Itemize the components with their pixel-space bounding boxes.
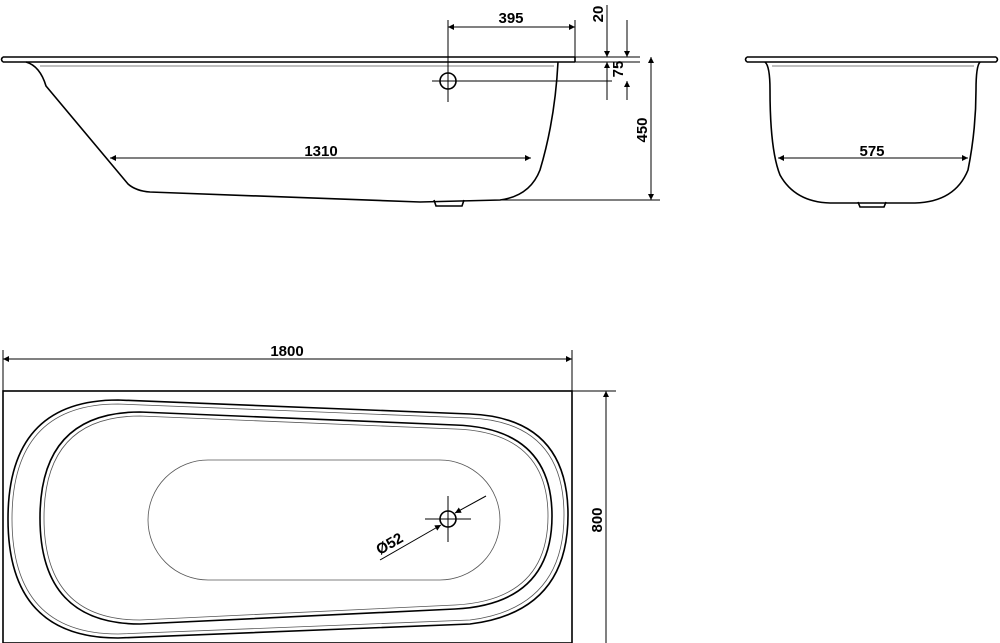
dim-bottom-length: 1310 bbox=[304, 143, 337, 160]
dim-line-drain-right bbox=[454, 495, 487, 514]
side-view: 395 20 75 450 1310 bbox=[0, 5, 660, 207]
drain-symbol bbox=[425, 496, 471, 542]
dim-line-drain-left bbox=[379, 524, 442, 561]
side-view-drain-foot bbox=[433, 199, 465, 207]
overflow-symbol bbox=[432, 66, 612, 102]
dim-overflow-height: 75 bbox=[610, 61, 627, 78]
top-view-outer-basin-edge bbox=[11, 403, 565, 635]
top-view-bottom-area bbox=[147, 459, 501, 581]
dim-depth: 450 bbox=[634, 117, 651, 142]
dim-overflow-offset: 395 bbox=[498, 10, 523, 27]
end-view-drain-foot bbox=[857, 201, 887, 208]
top-view-inner-basin-edge bbox=[43, 415, 549, 621]
dim-rim-thickness: 20 bbox=[590, 6, 607, 23]
side-view-rim bbox=[0, 56, 576, 63]
top-view-outer-basin bbox=[7, 399, 569, 639]
top-view-outline bbox=[2, 390, 573, 643]
end-view: 575 bbox=[744, 56, 999, 208]
dim-bottom-width: 575 bbox=[859, 143, 884, 160]
dim-width: 800 bbox=[589, 507, 606, 532]
end-view-rim bbox=[744, 56, 999, 63]
dim-length: 1800 bbox=[270, 343, 303, 360]
side-view-tub-body bbox=[25, 61, 559, 203]
top-view: Ø52 1800 800 bbox=[2, 343, 616, 643]
top-view-inner-basin bbox=[39, 411, 553, 625]
end-view-tub-body bbox=[764, 61, 981, 204]
